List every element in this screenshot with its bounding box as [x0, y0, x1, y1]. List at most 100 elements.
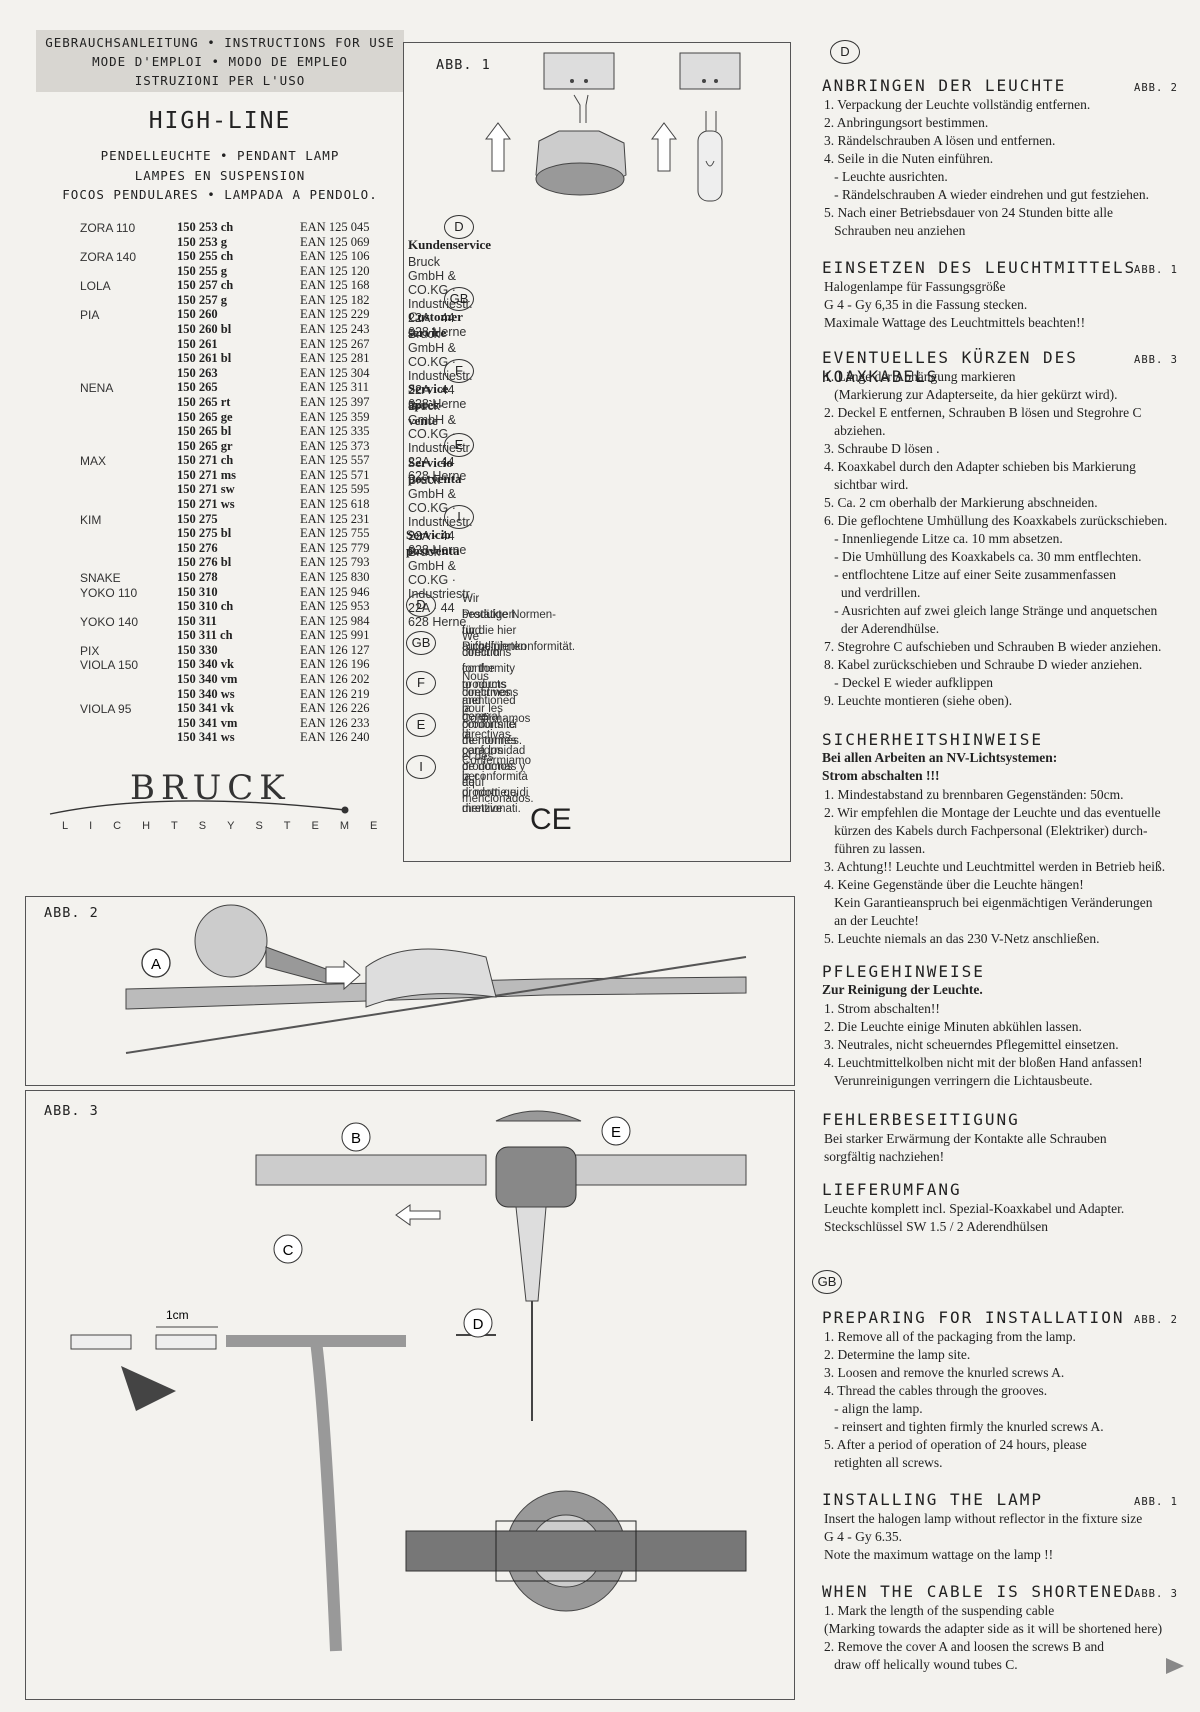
section-line: 4. Koaxkabel durch den Adapter schieben …	[824, 459, 1136, 474]
subtitle-line: LAMPES EN SUSPENSION	[134, 167, 306, 183]
section-line: - reinsert and tighten firmly the knurle…	[824, 1419, 1104, 1434]
product-code: 150 341 vm	[177, 715, 238, 730]
product-model: ZORA 110	[80, 221, 136, 235]
product-code: 150 265 rt	[177, 394, 231, 409]
product-code: 150 340 vk	[177, 657, 234, 672]
halogen-lamp-illustration-icon	[485, 52, 741, 202]
section-line: Kein Garantieanspruch bei eigenmächtigen…	[824, 895, 1153, 910]
abb3-panel: ABB. 3 1cm B C D E	[25, 1090, 795, 1700]
callout-b: B	[351, 1130, 361, 1147]
section-title: PREPARING FOR INSTALLATION	[822, 1308, 1125, 1327]
product-code: 150 271 ws	[177, 497, 235, 512]
section-body: Leuchte komplett incl. Spezial-Koaxkabel…	[824, 1200, 1124, 1236]
section-body: 1. Länge der Abhängung markieren (Markie…	[824, 368, 1167, 710]
logo-subtitle: LICHTSYSTEME	[62, 820, 399, 832]
product-ean: EAN 125 359	[300, 409, 370, 424]
product-code: 150 257 ch	[177, 278, 234, 293]
product-ean: EAN 126 127	[300, 642, 370, 657]
section-line: 1. Länge der Abhängung markieren	[824, 369, 1016, 384]
product-code: 150 261	[177, 336, 218, 351]
abb2-label: ABB. 2	[44, 905, 99, 921]
section-line: G 4 - Gy 6.35.	[824, 1529, 902, 1544]
product-code: 150 275	[177, 511, 218, 526]
callout-c: C	[283, 1242, 294, 1259]
product-model: SNAKE	[80, 570, 121, 585]
section-body: 1. Strom abschalten!!2. Die Leuchte eini…	[824, 1000, 1143, 1090]
section-line: 4. Keine Gegenstände über die Leuchte hä…	[824, 877, 1084, 892]
product-code: 150 265 gr	[177, 438, 233, 453]
lang-marker: F	[406, 671, 436, 695]
section-line: retighten all screws.	[824, 1455, 943, 1470]
section-body: 1. Mindestabstand zu brennbaren Gegenstä…	[824, 786, 1165, 948]
conformity-text: Confirmamos la conformidad de normas y d…	[462, 713, 531, 789]
product-model: PIA	[80, 308, 100, 323]
abb2-panel: ABB. 2 A	[25, 896, 795, 1086]
product-ean: EAN 125 243	[300, 322, 370, 337]
product-code: 150 341 vk	[177, 701, 234, 716]
dimension-1cm: 1cm	[166, 1308, 189, 1322]
product-ean: EAN 126 233	[300, 715, 370, 730]
section-line: sorgfältig nachziehen!	[824, 1149, 945, 1164]
section-title: INSTALLING THE LAMP	[822, 1490, 1044, 1509]
section-body: Bei starker Erwärmung der Kontakte alle …	[824, 1130, 1107, 1166]
section-line: Steckschlüssel SW 1.5 / 2 Aderendhülsen	[824, 1219, 1048, 1234]
section-line: 2. Determine the lamp site.	[824, 1347, 971, 1362]
section-line: 3. Rändelschrauben A lösen und entfernen…	[824, 133, 1056, 148]
section-line: 2. Remove the cover A and loosen the scr…	[824, 1639, 1105, 1654]
section-line: - Leuchte ausrichten.	[824, 169, 948, 184]
service-address: Bruck GmbH & CO.KG · Industriestr. 22A ·…	[408, 473, 473, 557]
section-line: draw off helically wound tubes C.	[824, 1657, 1018, 1672]
section-subheading: Zur Reinigung der Leuchte.	[822, 982, 983, 997]
section-line: 2. Deckel E entfernen, Schrauben B lösen…	[824, 405, 1142, 420]
service-title: Servicio postventa	[406, 527, 460, 558]
section-line: Insert the halogen lamp without reflecto…	[824, 1511, 1143, 1526]
service-title: Customer service	[408, 309, 463, 340]
product-code: 150 265	[177, 380, 218, 395]
lang-marker: E	[444, 433, 474, 457]
product-model: VIOLA 95	[80, 702, 132, 717]
section-line: Leuchte komplett incl. Spezial-Koaxkabel…	[824, 1201, 1125, 1216]
product-ean: EAN 125 335	[300, 424, 370, 439]
product-code: 150 271 ch	[177, 453, 234, 468]
lang-marker: I	[444, 505, 474, 529]
section-line: - Rändelschrauben A wieder eindrehen und…	[824, 187, 1150, 202]
section-line: 3. Neutrales, nicht scheuerndes Pflegemi…	[824, 1037, 1119, 1052]
product-ean: EAN 125 984	[300, 613, 370, 628]
lang-marker: GB	[406, 631, 436, 655]
section-body: 1. Verpackung der Leuchte vollständig en…	[824, 96, 1149, 240]
service-address: Bruck GmbH & CO.KG · Industriestr. 22A ·…	[408, 399, 473, 483]
product-model: PIX	[80, 643, 100, 658]
product-title: HIGH-LINE	[148, 108, 292, 134]
section-line: - Die Umhüllung des Koaxkabels ca. 30 mm…	[824, 549, 1142, 564]
product-ean: EAN 126 196	[300, 657, 370, 672]
section-line: der Aderendhülse.	[824, 621, 940, 636]
product-ean: EAN 125 595	[300, 482, 370, 497]
product-code: 150 255 g	[177, 263, 227, 278]
section-body: 1. Mark the length of the suspending cab…	[824, 1602, 1162, 1674]
section-subheading: Strom abschalten !!!	[822, 768, 940, 783]
conformity-text: directivas para los productos aquí menci…	[462, 729, 534, 805]
product-code: 150 261 bl	[177, 351, 232, 366]
section-abb-ref: ABB. 3	[1134, 1588, 1178, 1600]
product-ean: EAN 125 311	[300, 380, 369, 395]
product-ean: EAN 125 120	[300, 263, 370, 278]
product-ean: EAN 125 793	[300, 555, 370, 570]
section-line: 1. Verpackung der Leuchte vollständig en…	[824, 97, 1091, 112]
section-line: 2. Anbringungsort bestimmen.	[824, 115, 989, 130]
callout-e: E	[611, 1124, 621, 1141]
section-line: (Markierung zur Adapterseite, da hier ge…	[824, 387, 1118, 402]
header-line: ISTRUZIONI PER L'USO	[134, 73, 306, 88]
product-code: 150 255 ch	[177, 249, 234, 264]
section-title: WHEN THE CABLE IS SHORTENED	[822, 1582, 1137, 1601]
product-ean: EAN 125 618	[300, 497, 370, 512]
section-line: 5. Nach einer Betriebsdauer von 24 Stund…	[824, 205, 1114, 220]
abb2-illustration-icon: A	[125, 904, 747, 1054]
abb3-label: ABB. 3	[44, 1103, 99, 1119]
next-page-arrow-icon[interactable]	[1164, 1656, 1186, 1676]
product-code: 150 260 bl	[177, 322, 232, 337]
product-code: 150 311	[177, 613, 217, 628]
subtitle-line: PENDELLEUCHTE • PENDANT LAMP	[100, 148, 340, 163]
lang-marker: D	[444, 215, 474, 239]
product-model: YOKO 140	[80, 614, 139, 629]
